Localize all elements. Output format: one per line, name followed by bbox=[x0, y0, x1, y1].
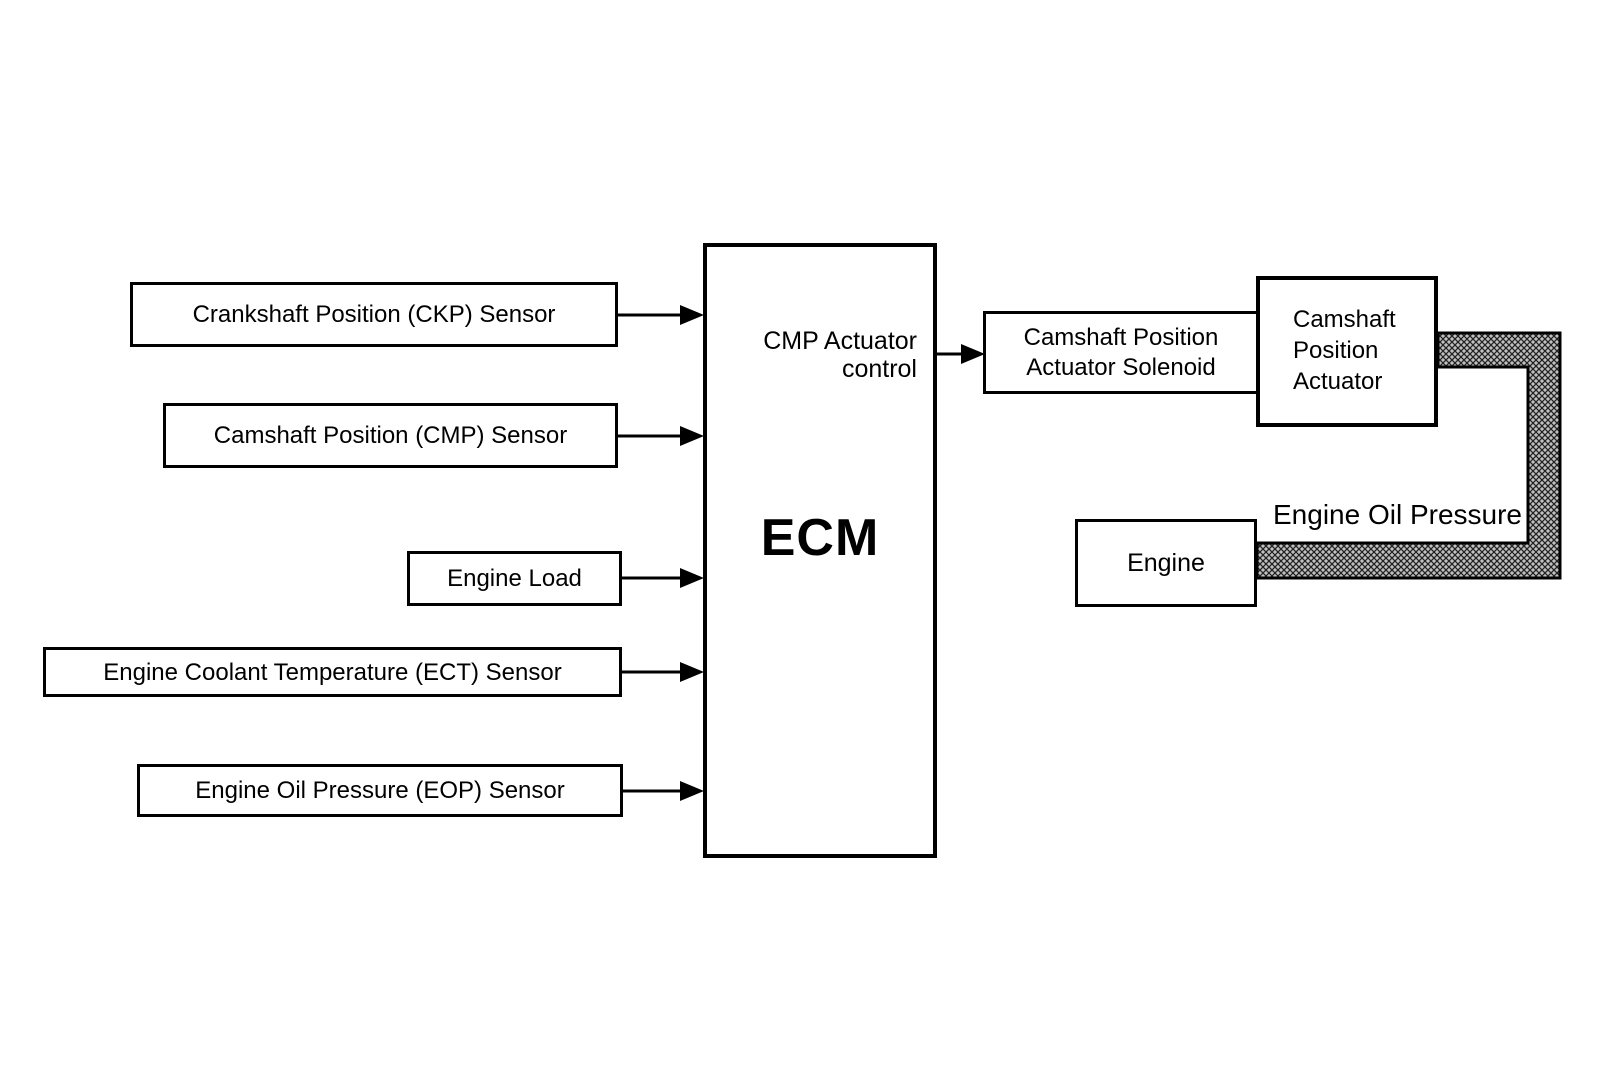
eop-sensor-box: Engine Oil Pressure (EOP) Sensor bbox=[137, 764, 623, 817]
actuator-label: Camshaft Position Actuator bbox=[1293, 306, 1396, 395]
engine-label: Engine bbox=[1127, 548, 1205, 577]
ecm-title: ECM bbox=[760, 509, 880, 567]
ckp-sensor-box: Crankshaft Position (CKP) Sensor bbox=[130, 282, 618, 347]
eop-sensor-label: Engine Oil Pressure (EOP) Sensor bbox=[195, 777, 565, 804]
engine-load-to-ecm-arrow bbox=[622, 568, 704, 588]
cmp-actuator-control-line2: control bbox=[841, 355, 917, 383]
engine-load-box: Engine Load bbox=[407, 551, 622, 606]
cmp-sensor-label: Camshaft Position (CMP) Sensor bbox=[213, 422, 568, 449]
ect-to-ecm-arrow bbox=[622, 662, 704, 682]
eop-to-ecm-arrow bbox=[623, 781, 704, 801]
ect-sensor-box: Engine Coolant Temperature (ECT) Sensor bbox=[43, 647, 622, 697]
solenoid-box: Camshaft Position Actuator Solenoid bbox=[983, 311, 1259, 394]
ect-sensor-label: Engine Coolant Temperature (ECT) Sensor bbox=[103, 658, 562, 686]
ckp-sensor-label: Crankshaft Position (CKP) Sensor bbox=[192, 301, 556, 328]
ecm-box bbox=[703, 243, 937, 858]
solenoid-label: Camshaft Position Actuator Solenoid bbox=[1023, 323, 1219, 381]
ecm-to-solenoid-arrow bbox=[937, 344, 985, 364]
cmp-sensor-box: Camshaft Position (CMP) Sensor bbox=[163, 403, 618, 468]
cmp-actuator-control-label: CMP Actuator control bbox=[763, 327, 917, 383]
actuator-box: Camshaft Position Actuator bbox=[1256, 276, 1438, 427]
ckp-to-ecm-arrow bbox=[618, 305, 704, 325]
cmp-actuator-control-line1: CMP Actuator bbox=[763, 327, 917, 355]
oil-pressure-pipe bbox=[1255, 331, 1562, 580]
engine-oil-pressure-label: Engine Oil Pressure bbox=[1273, 499, 1523, 530]
engine-load-label: Engine Load bbox=[447, 565, 582, 592]
engine-box: Engine bbox=[1075, 519, 1257, 607]
cmp-to-ecm-arrow bbox=[618, 426, 704, 446]
